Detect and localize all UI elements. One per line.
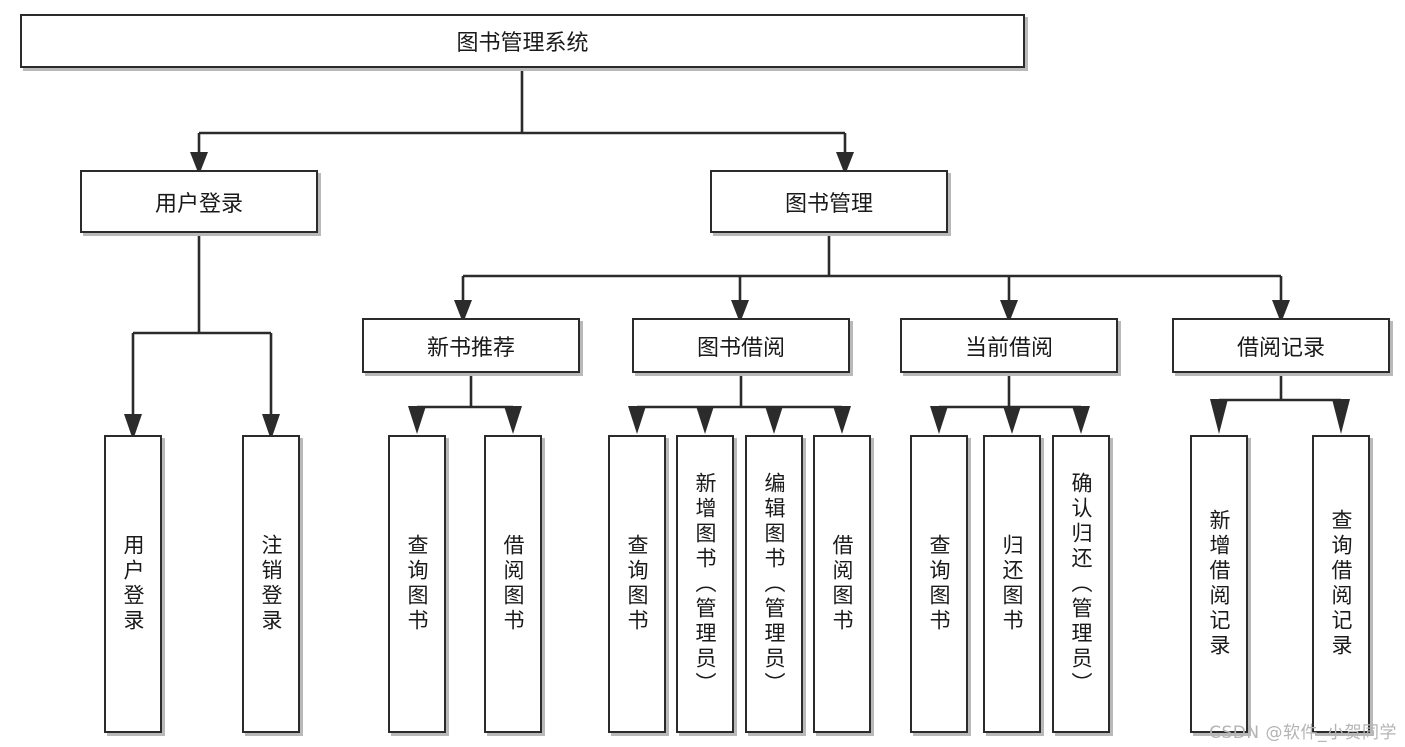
leaf-add-book-admin[interactable]	[676, 435, 734, 733]
leaf-confirm-return-admin[interactable]	[1052, 435, 1110, 733]
edge-group-book-manage	[461, 233, 1283, 300]
leaf-edit-book-admin[interactable]	[745, 435, 803, 733]
node-borrow-record-label: 借阅记录	[1236, 335, 1325, 361]
node-book-borrow[interactable]: 图书借阅	[632, 318, 850, 373]
node-new-book-recommend-label: 新书推荐	[426, 335, 515, 361]
node-book-management-label: 图书管理	[784, 191, 873, 217]
leaf-query-book-1[interactable]	[388, 435, 446, 733]
leaf-return-book[interactable]	[983, 435, 1041, 733]
leaf-borrow-book-2[interactable]	[813, 435, 871, 733]
arrow-heads	[124, 152, 1350, 440]
leaf-borrow-book-1[interactable]	[484, 435, 542, 733]
edge-group-user-login	[131, 233, 273, 417]
node-current-borrow[interactable]: 当前借阅	[900, 318, 1118, 373]
edge-group-new-book	[415, 373, 515, 417]
node-user-login[interactable]: 用户登录	[80, 170, 318, 233]
node-borrow-record[interactable]: 借阅记录	[1172, 318, 1390, 373]
csdn-watermark: CSDN @软件_小贺同学	[1209, 723, 1397, 743]
leaf-query-book-3[interactable]	[910, 435, 968, 733]
node-new-book-recommend[interactable]: 新书推荐	[362, 318, 580, 373]
node-root[interactable]: 图书管理系统	[20, 14, 1025, 68]
leaf-query-book-2[interactable]	[608, 435, 666, 733]
node-root-label: 图书管理系统	[456, 31, 589, 56]
node-book-borrow-label: 图书借阅	[696, 335, 785, 361]
edge-group-borrow	[635, 373, 844, 417]
leaf-user-login[interactable]	[104, 435, 162, 733]
leaf-add-borrow-record[interactable]	[1190, 435, 1248, 733]
node-book-management[interactable]: 图书管理	[710, 170, 948, 233]
node-current-borrow-label: 当前借阅	[964, 335, 1053, 361]
edge-group-borrow-record	[1217, 373, 1343, 417]
leaf-logout[interactable]	[242, 435, 300, 733]
edge-group-root	[197, 68, 847, 152]
node-user-login-label: 用户登录	[154, 191, 243, 217]
leaf-query-borrow-record[interactable]	[1312, 435, 1370, 733]
